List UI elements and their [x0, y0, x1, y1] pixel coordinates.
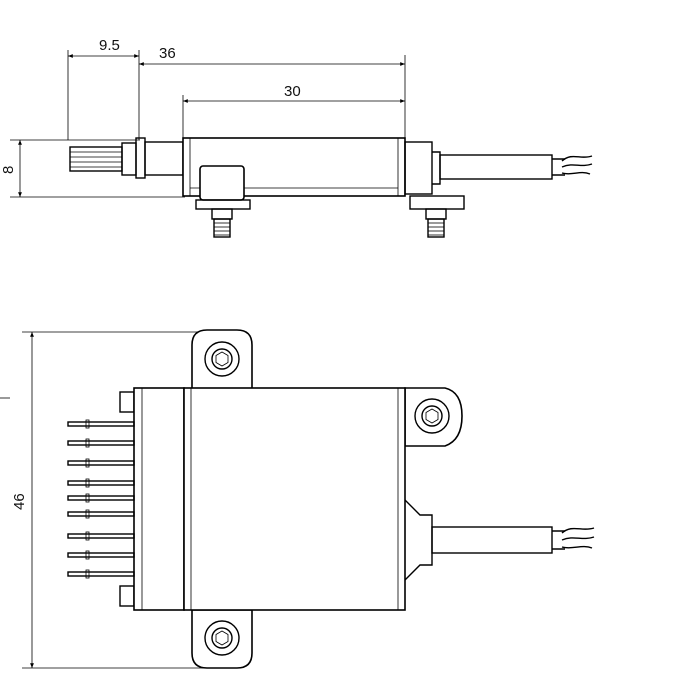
side-mount-left	[195, 165, 251, 238]
dimension-9-5: 9.5	[68, 37, 139, 58]
connector-pin-collar	[85, 569, 90, 579]
bottom-mount-ear	[191, 609, 253, 669]
connector-pin	[67, 421, 135, 427]
top-connector	[119, 387, 185, 611]
side-cable	[439, 154, 593, 180]
connector-pin	[67, 460, 135, 466]
dimension-label: 30	[284, 83, 301, 100]
connector-pin-collar	[85, 419, 90, 429]
side-mount-right	[409, 195, 465, 238]
connector-pin-collar	[85, 438, 90, 448]
top-body	[183, 387, 433, 611]
dimension-label: 8	[0, 166, 17, 174]
connector-pin	[67, 480, 135, 486]
right-mount-ear	[404, 387, 463, 447]
connector-pin-collar	[85, 493, 90, 503]
dimension-46: 46	[0, 331, 230, 669]
connector-pin	[67, 571, 135, 577]
connector-pin	[67, 495, 135, 501]
side-connector	[69, 137, 184, 179]
connector-pin-collar	[85, 478, 90, 488]
dimension-8: 8	[0, 139, 185, 198]
connector-pin	[67, 511, 135, 517]
connector-pin-collar	[85, 509, 90, 519]
dimension-36: 36	[139, 45, 405, 66]
connector-pin	[67, 440, 135, 446]
connector-pin	[67, 552, 135, 558]
side-view: 9.5 36 30 8	[0, 37, 593, 238]
top-view: 46	[0, 329, 595, 669]
connector-pin	[67, 533, 135, 539]
connector-pin-collar	[85, 550, 90, 560]
connector-pin-collar	[85, 531, 90, 541]
dimension-30: 30	[183, 83, 405, 103]
dimension-label: 9.5	[99, 37, 120, 54]
dimension-label: 46	[11, 493, 28, 510]
connector-pin-collar	[85, 458, 90, 468]
top-mount-ear	[191, 329, 253, 391]
connector-pins	[67, 419, 135, 579]
dimension-label: 36	[159, 45, 176, 62]
top-cable	[431, 526, 595, 554]
